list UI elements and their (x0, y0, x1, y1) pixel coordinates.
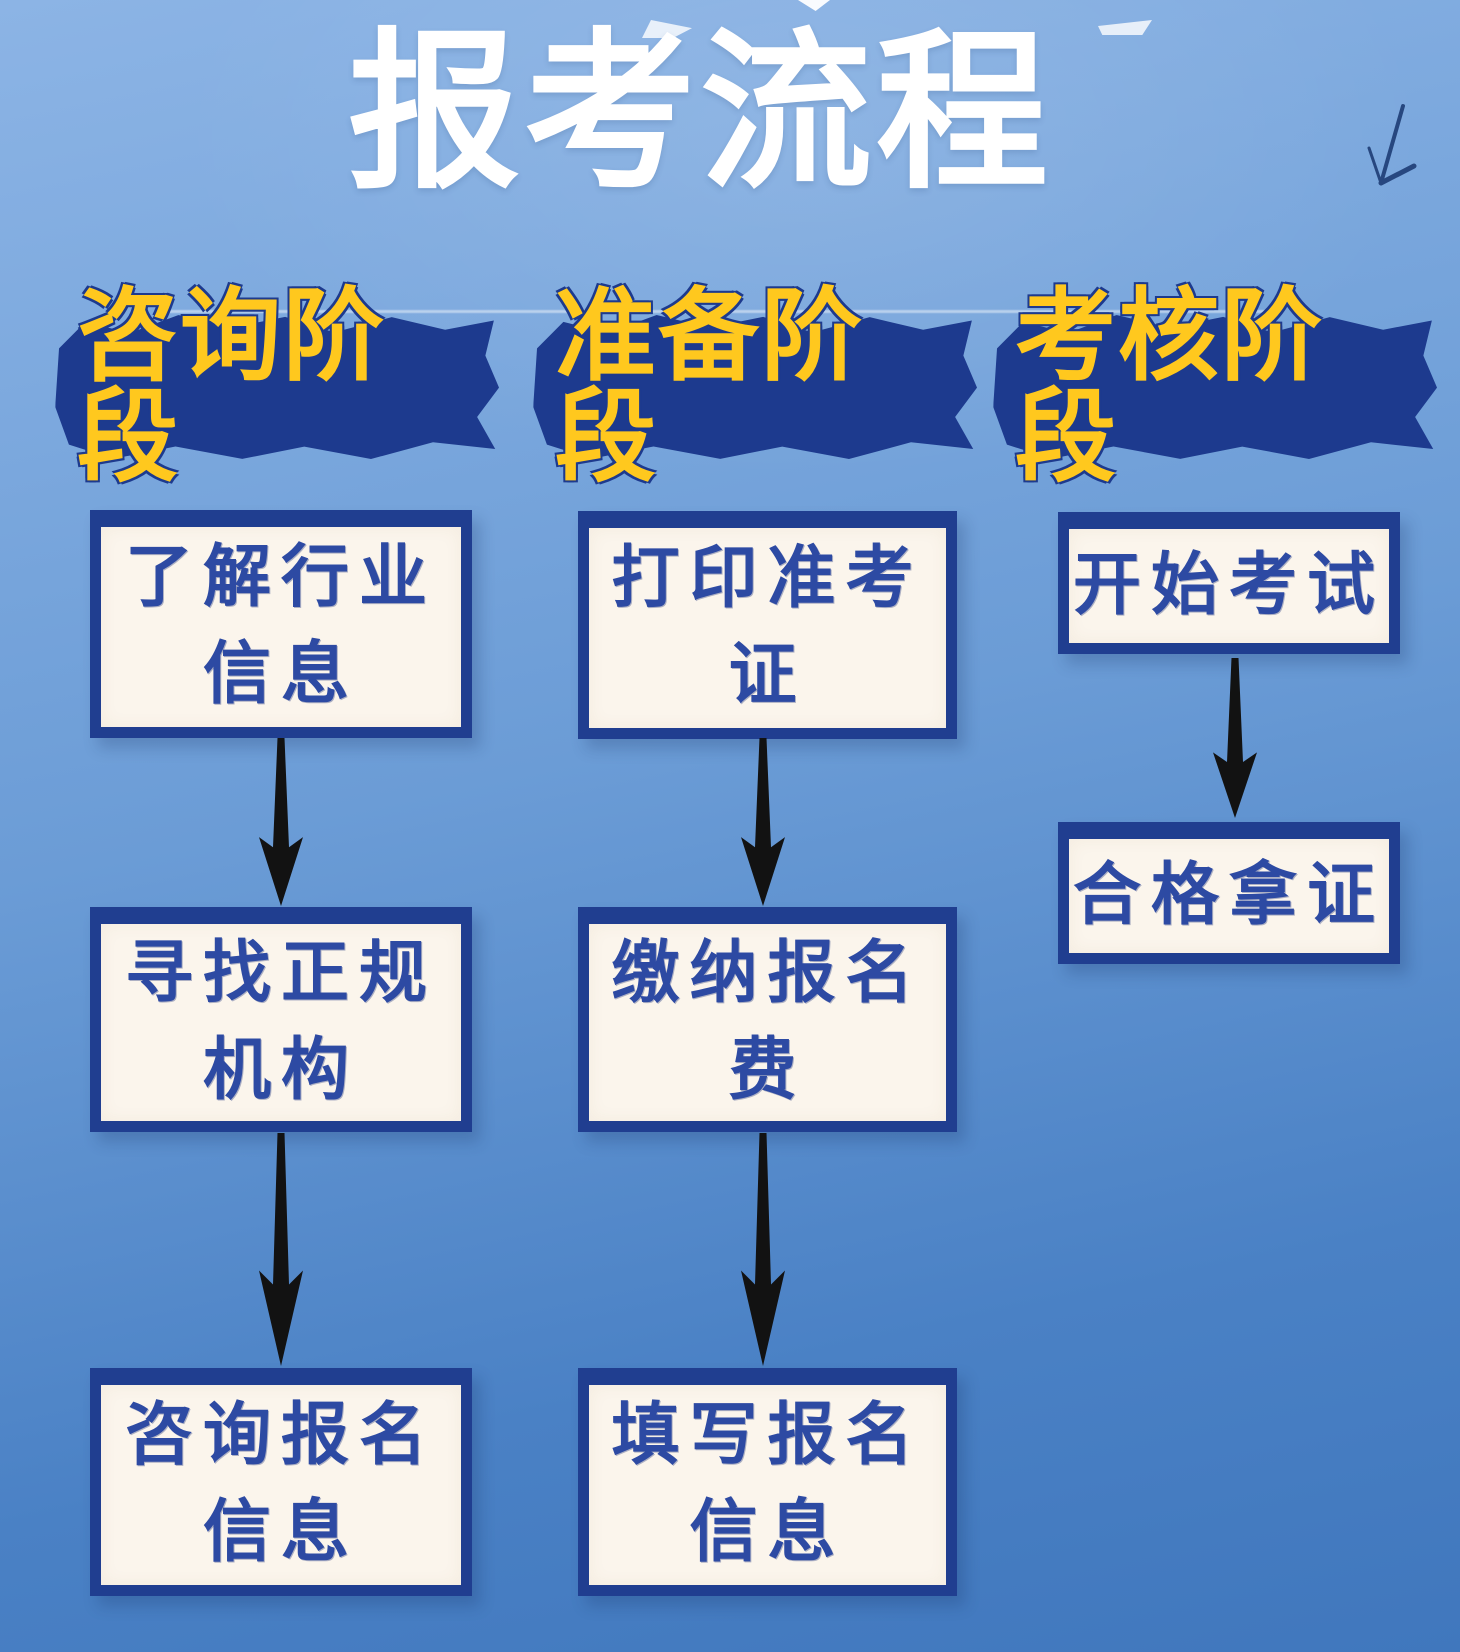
step-box-get-certificate: 合格拿证 (1058, 822, 1400, 964)
page-title: 报考流程 (348, 12, 1052, 213)
step-box-find-institution: 寻找正规 机构 (90, 907, 472, 1132)
step-box-industry-info: 了解行业 信息 (90, 510, 472, 738)
step-box-print-ticket: 打印准考 证 (578, 511, 957, 739)
down-arrow-icon (259, 1133, 303, 1366)
step-label: 合格拿证 (1072, 855, 1385, 935)
stage-header-label: 咨询阶段 (77, 277, 387, 496)
step-label: 缴纳报名 费 (611, 933, 924, 1110)
down-arrow-icon (741, 738, 785, 906)
step-box-pay-fee: 缴纳报名 费 (578, 907, 957, 1132)
hand-drawn-arrow-icon (1367, 104, 1417, 186)
step-box-consult-registration: 咨询报名 信息 (90, 1368, 472, 1596)
step-box-start-exam: 开始考试 (1058, 512, 1400, 654)
stage-header-assessment: 考核阶段 (1015, 286, 1415, 488)
step-box-fill-info: 填写报名 信息 (578, 1368, 957, 1596)
divider-line (165, 310, 1270, 313)
stage-header-consultation: 咨询阶段 (77, 286, 477, 488)
step-label: 开始考试 (1072, 545, 1385, 625)
step-label: 咨询报名 信息 (124, 1396, 437, 1572)
step-label: 填写报名 信息 (611, 1396, 924, 1572)
stage-header-label: 准备阶段 (555, 277, 865, 496)
stage-header-preparation: 准备阶段 (555, 286, 955, 488)
down-arrow-icon (1213, 658, 1257, 818)
down-arrow-icon (259, 738, 303, 906)
down-arrow-icon (741, 1133, 785, 1366)
step-label: 打印准考 证 (611, 539, 924, 715)
stage-header-label: 考核阶段 (1015, 277, 1325, 496)
step-label: 了解行业 信息 (124, 538, 437, 714)
step-label: 寻找正规 机构 (124, 933, 437, 1110)
cropped-text-fragment (798, 0, 830, 11)
